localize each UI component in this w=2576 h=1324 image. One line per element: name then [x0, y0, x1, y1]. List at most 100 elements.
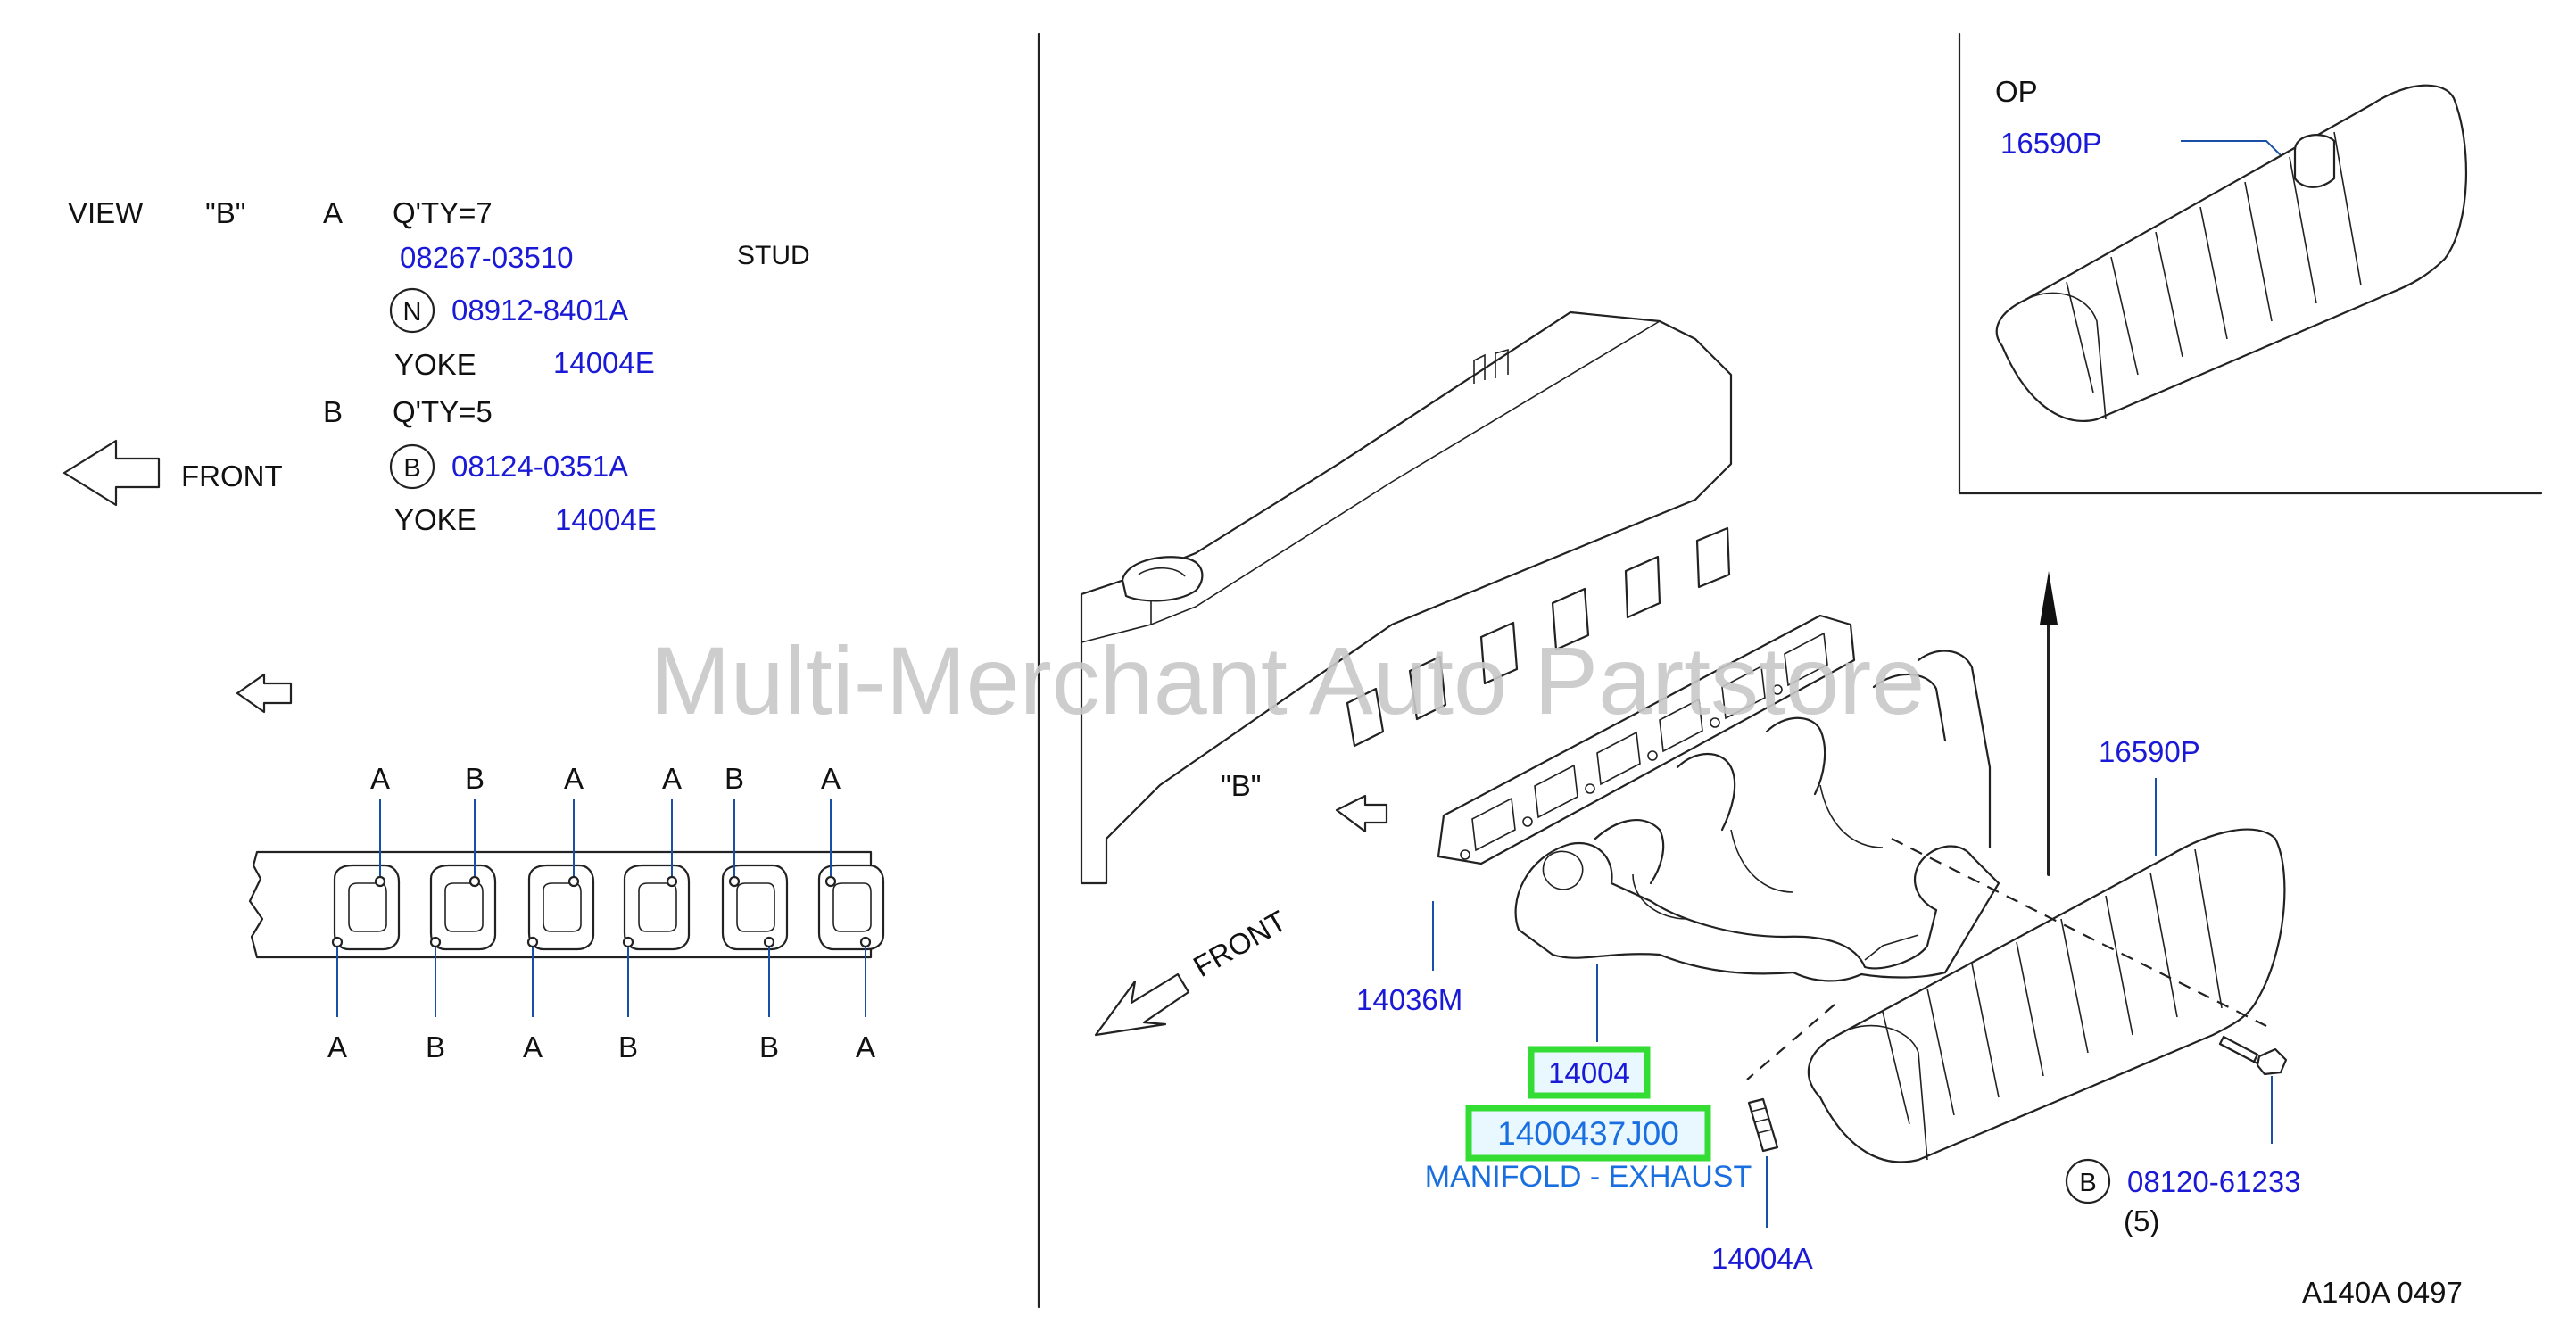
bolt-symbol-icon-main — [2065, 1158, 2111, 1204]
front-arrow-main-icon — [1094, 972, 1190, 1037]
inset-frame — [1958, 32, 2543, 495]
manifold-name-link[interactable]: MANIFOLD - EXHAUST — [1425, 1160, 1752, 1194]
stud-letter-bottom: A — [523, 1030, 543, 1063]
manifold-ref-highlight — [1528, 1046, 1651, 1099]
stud-letter-top: A — [662, 762, 682, 795]
up-arrow-head-icon — [2040, 571, 2058, 625]
exhaust-port — [333, 864, 401, 951]
stud-hole — [728, 875, 741, 888]
cylinder-head-drawing — [1080, 310, 1733, 885]
direction-arrow-icon — [236, 673, 293, 714]
stud-hole — [824, 875, 837, 888]
bolt-symbol-letter-main: B — [2079, 1169, 2096, 1197]
yoke-label-b: YOKE — [394, 503, 476, 536]
manifold-part-highlight — [1465, 1105, 1711, 1162]
gasket-port — [1784, 632, 1828, 687]
front-arrow-icon — [62, 439, 161, 507]
gasket-bolt-hole — [1585, 783, 1595, 794]
exhaust-port-inner — [348, 882, 387, 932]
gasket-drawing — [1437, 614, 1856, 865]
stud-hole — [622, 936, 634, 948]
inset-label: OP — [1995, 75, 2038, 108]
head-port — [1624, 555, 1661, 619]
head-port — [1479, 621, 1519, 685]
yoke-part-link-a[interactable]: 14004E — [553, 346, 655, 379]
stud-hole — [859, 936, 872, 948]
exhaust-port-inner — [638, 882, 677, 932]
view-id: "B" — [205, 196, 245, 229]
bolt-callout-link[interactable]: 08120-61233 — [2127, 1165, 2301, 1198]
gasket-part-link[interactable]: 14036M — [1356, 983, 1462, 1016]
stud-hole — [526, 936, 539, 948]
group-a-letter: A — [323, 196, 343, 229]
stud-hole — [331, 936, 344, 948]
head-port — [1346, 687, 1385, 748]
stud-hole — [468, 875, 481, 888]
stud-letter-top: A — [564, 762, 584, 795]
nut-part-link[interactable]: 08912-8401A — [451, 294, 628, 327]
stud-letter-bottom: B — [618, 1030, 638, 1063]
gasket-port — [1721, 665, 1766, 720]
manifold-drawing — [1514, 650, 2000, 982]
footer-code: A140A 0497 — [2302, 1276, 2463, 1309]
stud-letter-top: B — [725, 762, 744, 795]
head-port — [1695, 526, 1731, 589]
group-b-qty: Q'TY=5 — [393, 395, 493, 428]
stud-letter-bottom: B — [759, 1030, 779, 1063]
bolt-head-icon — [2256, 1047, 2288, 1076]
stud-hole — [567, 875, 580, 888]
gasket-port — [1659, 698, 1703, 753]
oil-filler-cap — [1121, 556, 1204, 602]
yoke-part-link-b[interactable]: 14004E — [555, 503, 657, 536]
manifold-ref-link[interactable]: 14004 — [1548, 1056, 1630, 1089]
exhaust-port-inner — [444, 882, 484, 932]
heat-shield — [1807, 828, 2286, 1163]
stud-bottom-letters: A B A B B A — [327, 1030, 875, 1063]
bolt-part-link[interactable]: 08124-0351A — [451, 450, 628, 483]
inset-op: OP 16590P — [1995, 75, 2468, 422]
nut-symbol-icon — [389, 287, 435, 334]
assembly-line — [1891, 838, 2267, 1027]
gasket-bolt-hole — [1710, 717, 1720, 728]
stud-letter-top: A — [370, 762, 390, 795]
gasket-bolt-hole — [1522, 816, 1533, 827]
head-port — [1551, 587, 1590, 651]
inset-heat-shield — [1995, 84, 2468, 422]
inset-cap-icon — [2293, 134, 2336, 188]
stud-hole — [429, 936, 442, 948]
leader-inset — [2181, 140, 2285, 160]
front-label-left: FRONT — [181, 459, 283, 492]
stud-layout: A B A A B A A B A B B A — [248, 762, 885, 1063]
exhaust-ports — [331, 799, 885, 1017]
stud-hole — [374, 875, 386, 888]
bolt-qty: (5) — [2124, 1204, 2159, 1237]
head-port — [1408, 655, 1447, 721]
group-b-letter: B — [323, 395, 343, 428]
view-label: VIEW — [68, 196, 144, 229]
stud-hole — [666, 875, 678, 888]
stud-letter-top: A — [821, 762, 841, 795]
exhaust-port-inner — [543, 882, 582, 932]
stud-top-letters: A B A A B A — [370, 762, 841, 795]
exhaust-port-inner — [832, 882, 872, 932]
stud-callout-link[interactable]: 14004A — [1711, 1242, 1813, 1275]
manifold-part-link[interactable]: 1400437J00 — [1497, 1115, 1679, 1152]
assembly-line — [1746, 1004, 1835, 1080]
gasket-bolt-hole — [1460, 849, 1470, 860]
exhaust-manifold — [1514, 841, 2000, 982]
heat-shield-drawing — [1807, 828, 2286, 1163]
stud-part-link[interactable]: 08267-03510 — [400, 241, 574, 274]
gasket-holes — [1460, 632, 1828, 860]
stud-letter-bottom: A — [327, 1030, 347, 1063]
gasket-bolt-hole — [1772, 684, 1783, 695]
heat-shield-part-link[interactable]: 16590P — [2099, 735, 2200, 768]
gasket-port — [1596, 731, 1641, 786]
exhaust-port — [429, 864, 497, 951]
stud-hole — [763, 936, 775, 948]
exhaust-port — [623, 864, 691, 951]
view-b-marker: "B" — [1221, 769, 1261, 802]
watermark: Multi-Merchant Auto Partstore — [650, 626, 1926, 734]
inset-part-link[interactable]: 16590P — [2000, 127, 2102, 160]
front-label-main: FRONT — [1188, 904, 1292, 983]
